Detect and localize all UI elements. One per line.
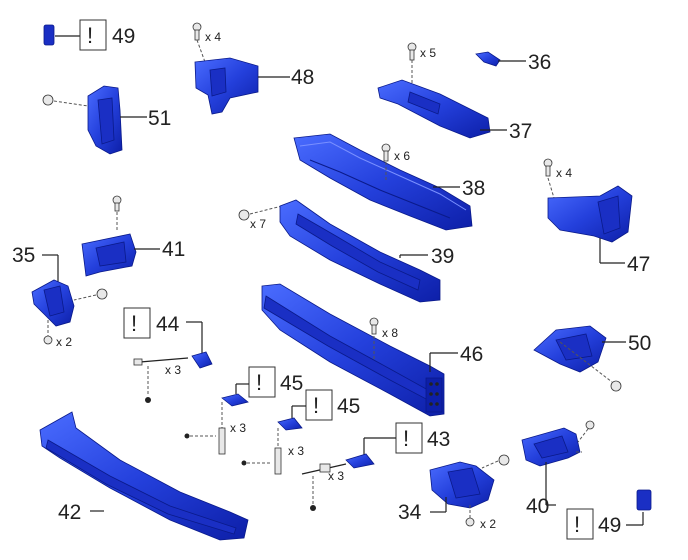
part-44: ! 44 x 3 <box>123 307 213 403</box>
caution-note-box-44 <box>123 307 151 339</box>
qty-37: x 5 <box>420 46 436 60</box>
label-39: 39 <box>431 245 454 268</box>
label-36: 36 <box>528 51 551 74</box>
qty-34: x 2 <box>480 517 496 531</box>
label-40: 40 <box>526 495 549 518</box>
part-47: x 4 47 <box>543 158 650 276</box>
label-35: 35 <box>12 244 35 267</box>
qty-45-first: x 3 <box>230 421 246 435</box>
label-41: 41 <box>162 238 185 261</box>
caution-note-box-43 <box>395 422 423 454</box>
caution-note-box-45a <box>248 366 276 398</box>
caution-symbol-45a: ! <box>256 370 262 395</box>
qty-39: x 7 <box>250 217 266 231</box>
part-51: 51 <box>42 85 171 155</box>
label-51: 51 <box>148 107 171 130</box>
caution-symbol-44: ! <box>131 311 137 336</box>
label-43: 43 <box>427 428 450 451</box>
qty-45-second: x 3 <box>288 444 304 458</box>
part-46: x 8 46 <box>261 283 483 417</box>
qty-46: x 8 <box>382 326 398 340</box>
caution-symbol-49b: ! <box>574 512 580 537</box>
label-46: 46 <box>460 343 483 366</box>
label-45-second: 45 <box>337 395 360 418</box>
label-42: 42 <box>58 501 81 524</box>
part-45-first: ! 45 x 3 <box>184 366 303 455</box>
part-40: 40 <box>521 420 595 518</box>
part-48: x 4 48 <box>192 22 314 115</box>
label-38: 38 <box>462 177 485 200</box>
part-36: 36 <box>475 51 551 74</box>
part-34: x 2 34 <box>398 454 510 531</box>
qty-43: x 3 <box>328 469 344 483</box>
label-45-first: 45 <box>280 372 303 395</box>
qty-47: x 4 <box>556 166 572 180</box>
label-47: 47 <box>627 253 650 276</box>
label-37: 37 <box>509 120 532 143</box>
part-49-top: ! 49 <box>43 19 135 51</box>
qty-44: x 3 <box>165 363 181 377</box>
qty-38: x 6 <box>394 149 410 163</box>
caution-note-box <box>79 19 107 51</box>
caution-symbol: ! <box>87 23 93 48</box>
part-39: x 7 39 <box>238 199 454 303</box>
label-49-top: 49 <box>112 25 135 48</box>
part-37: x 5 37 <box>377 42 532 143</box>
part-35: 35 x 2 <box>12 244 108 349</box>
qty-48: x 4 <box>205 30 221 44</box>
label-48: 48 <box>291 66 314 89</box>
label-49-bottom: 49 <box>598 514 621 537</box>
caution-note-box-49b <box>566 508 594 540</box>
caution-symbol-45b: ! <box>313 393 319 418</box>
part-38: x 6 38 <box>293 133 485 231</box>
part-42: 42 <box>39 411 249 541</box>
label-50: 50 <box>628 332 651 355</box>
part-41: 41 <box>81 195 185 277</box>
part-43: ! 43 x 3 <box>301 422 450 511</box>
part-50: 50 <box>533 325 651 392</box>
qty-35: x 2 <box>56 335 72 349</box>
label-44: 44 <box>156 313 180 336</box>
label-34: 34 <box>398 501 422 524</box>
caution-note-box-45b <box>305 389 333 421</box>
part-45-second: ! 45 x 3 <box>241 389 360 475</box>
caution-symbol-43: ! <box>403 426 409 451</box>
part-49-bottom: ! 49 <box>566 489 652 540</box>
